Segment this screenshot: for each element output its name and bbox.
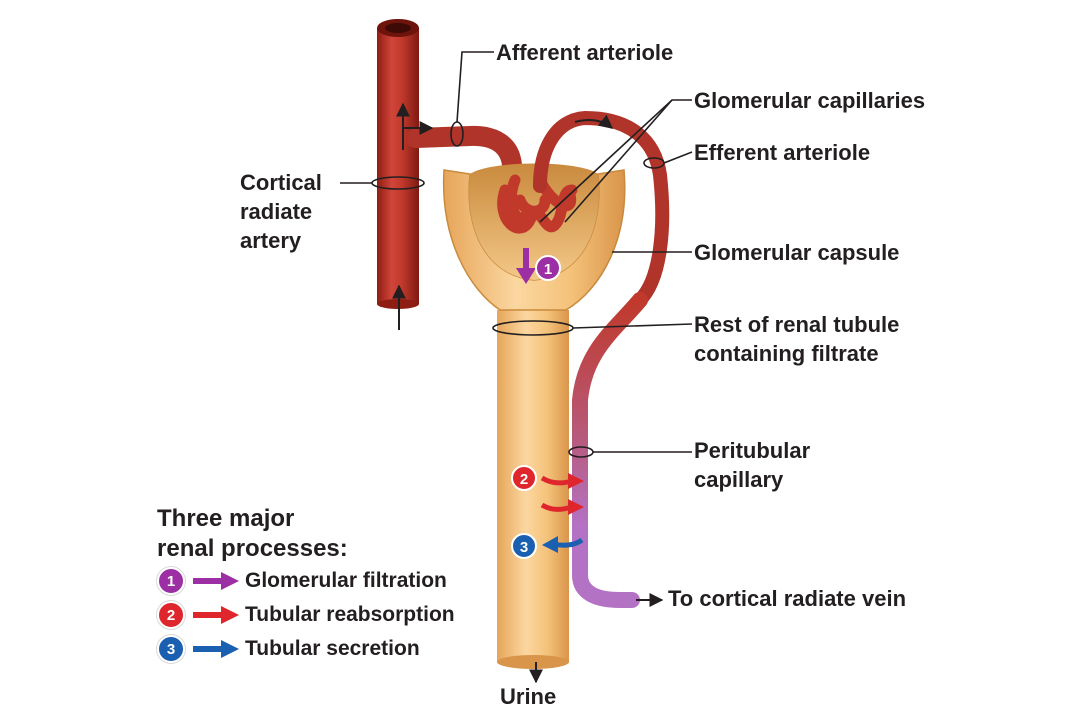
peritubular-capillary-vessel — [572, 292, 648, 608]
label-rest-of-renal-tubule-line2: containing filtrate — [694, 341, 879, 366]
blood-flow-arrows — [392, 102, 664, 684]
svg-text:1: 1 — [544, 261, 552, 278]
label-rest-of-renal-tubule-line1: Rest of renal tubule — [694, 312, 900, 337]
legend-title-line1: Three major — [157, 505, 295, 532]
legend-label-secretion: Tubular secretion — [245, 637, 420, 660]
label-afferent-arteriole: Afferent arteriole — [496, 40, 674, 65]
legend-title: Three major renal processes: — [157, 504, 348, 564]
legend-item-reabsorption: 2 Tubular reabsorption — [157, 601, 455, 629]
label-cortical-radiate-artery-line3: artery — [240, 228, 302, 253]
reabsorption-arrowheads — [568, 473, 584, 515]
label-peritubular-capillary: Peritubular capillary — [694, 436, 810, 494]
label-peritubular-capillary-line2: capillary — [694, 467, 784, 492]
legend-item-filtration: 1 Glomerular filtration — [157, 567, 447, 595]
label-urine: Urine — [500, 684, 557, 709]
leader-lines — [340, 51, 693, 453]
label-cortical-radiate-artery-line2: radiate — [240, 199, 313, 224]
legend-title-line2: renal processes: — [157, 535, 348, 562]
process-marker-1: 1 — [535, 255, 561, 281]
efferent-arteriole-vessel — [533, 110, 670, 307]
glomerulus-tuft — [497, 174, 578, 234]
svg-text:3: 3 — [520, 539, 528, 556]
legend-badge-1: 1 — [157, 567, 185, 595]
label-to-cortical-radiate-vein: To cortical radiate vein — [668, 586, 907, 611]
label-glomerular-capsule: Glomerular capsule — [694, 240, 900, 265]
legend-label-reabsorption: Tubular reabsorption — [245, 603, 455, 626]
label-cortical-radiate-artery-line1: Cortical — [240, 170, 322, 195]
legend-item-secretion: 3 Tubular secretion — [157, 635, 420, 663]
label-rest-of-renal-tubule: Rest of renal tubule containing filtrate — [694, 310, 899, 368]
legend-arrow-blue-icon — [193, 640, 239, 658]
filtration-arrow — [516, 248, 536, 284]
label-efferent-arteriole: Efferent arteriole — [694, 140, 871, 165]
process-marker-3: 3 — [511, 533, 537, 559]
label-peritubular-capillary-line1: Peritubular — [694, 438, 811, 463]
cortical-radiate-artery-vessel — [377, 19, 419, 309]
process-marker-2: 2 — [511, 465, 537, 491]
label-cortical-radiate-artery: Cortical radiate artery — [240, 168, 322, 255]
legend-badge-3: 3 — [157, 635, 185, 663]
secretion-arrow — [542, 536, 584, 553]
legend-arrow-purple-icon — [193, 572, 239, 590]
legend-label-filtration: Glomerular filtration — [245, 569, 447, 592]
label-glomerular-capillaries: Glomerular capillaries — [694, 88, 926, 113]
legend-badge-2: 2 — [157, 601, 185, 629]
svg-text:2: 2 — [520, 471, 528, 488]
legend-arrow-red-icon — [193, 606, 239, 624]
